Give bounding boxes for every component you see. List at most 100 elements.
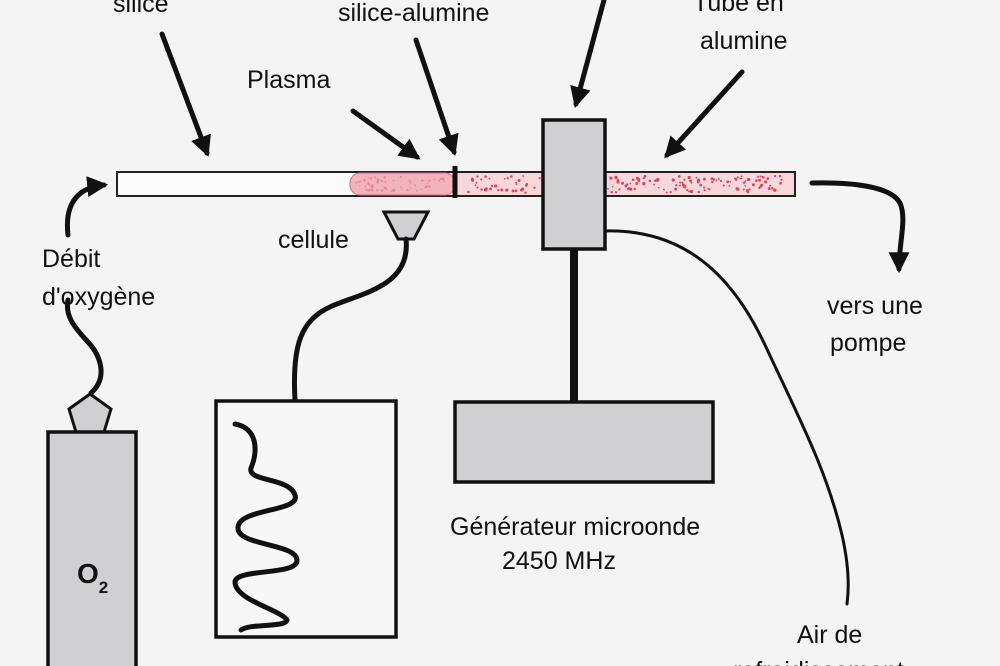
label-generator-line1: Générateur microonde xyxy=(450,513,700,541)
plasma-speckle xyxy=(359,180,362,183)
plasma-speckle xyxy=(767,187,771,191)
plasma-speckle xyxy=(739,177,742,180)
plasma-speckle xyxy=(383,186,386,189)
plasma-speckle xyxy=(686,188,689,192)
plasma-speckle xyxy=(707,187,709,190)
silica-arrow xyxy=(159,31,211,157)
plasma-speckle xyxy=(703,189,706,192)
label-oxygen-formula: O2 xyxy=(77,558,108,597)
label-silica: silice xyxy=(113,0,169,18)
plasma-speckle xyxy=(665,191,668,194)
plasma-speckle xyxy=(735,187,739,191)
spectrometer-trace xyxy=(232,421,300,633)
plasma-speckle xyxy=(384,180,387,183)
cavity-arrow xyxy=(570,0,607,109)
cell-cable xyxy=(291,236,409,404)
oxygen-regulator xyxy=(67,392,113,434)
plasma-speckle xyxy=(654,179,657,183)
plasma-speckle xyxy=(766,177,770,180)
plasma-speckle xyxy=(755,179,758,182)
oxygen-subscript: 2 xyxy=(99,578,108,597)
plasma-speckle xyxy=(681,183,685,187)
plasma-speckle xyxy=(399,175,402,179)
plasma-speckle xyxy=(742,188,745,191)
label-cooling-air-line1: Air de xyxy=(797,621,862,649)
plasma-speckle xyxy=(710,177,714,181)
plasma-speckle xyxy=(524,184,528,187)
plasma-speckle xyxy=(467,190,470,194)
cooling-air-line xyxy=(603,229,850,606)
plasma-speckle xyxy=(744,185,747,187)
plasma-speckle xyxy=(515,183,518,186)
plasma-speckle xyxy=(778,174,782,178)
plasma-speckle xyxy=(480,188,483,191)
plasma-speckle xyxy=(769,184,772,187)
plasma-speckle xyxy=(758,178,762,182)
plasma-speckle xyxy=(740,175,743,178)
plasma-speckle xyxy=(635,176,639,180)
plasma-speckle xyxy=(474,184,477,187)
label-plasma: Plasma xyxy=(247,66,330,94)
plasma-speckle xyxy=(399,186,402,188)
plasma-speckle xyxy=(756,175,760,178)
plasma-speckle xyxy=(736,176,739,179)
label-generator-line2: 2450 MHz xyxy=(502,547,616,575)
plasma-speckle xyxy=(609,176,613,180)
label-silica-alumina: silice-alumine xyxy=(338,0,489,27)
oxygen-inlet-arrow xyxy=(64,176,109,238)
plasma-speckle xyxy=(746,177,751,182)
plasma-speckle xyxy=(758,186,761,190)
plasma-speckle xyxy=(711,180,714,184)
plasma-speckle xyxy=(631,178,635,182)
plasma-speckle xyxy=(656,178,660,182)
plasma-speckle xyxy=(703,186,706,189)
plasma-speckle xyxy=(369,177,373,180)
plasma-speckle xyxy=(376,178,380,182)
plasma-speckle xyxy=(367,176,370,179)
plasma-speckle xyxy=(633,187,636,191)
plasma-speckle xyxy=(740,177,743,180)
plasma-speckle xyxy=(637,179,640,182)
plasma-speckle xyxy=(717,178,720,180)
plasma-speckle xyxy=(751,183,755,187)
plasma-speckle xyxy=(484,175,487,178)
plasma-speckle xyxy=(614,191,618,194)
plasma-speckle xyxy=(489,187,492,191)
microwave-cavity xyxy=(541,118,607,251)
plasma-speckle xyxy=(428,179,431,182)
plasma-speckle xyxy=(515,181,518,184)
plasma-speckle xyxy=(616,178,620,182)
plasma-speckle xyxy=(761,175,765,179)
plasma-speckle xyxy=(722,184,725,187)
plasma-speckle xyxy=(359,184,361,187)
plasma-speckle xyxy=(503,177,506,180)
plasma-speckle xyxy=(441,177,445,181)
plasma-speckle xyxy=(409,181,412,184)
plasma-speckle xyxy=(428,185,431,188)
plasma-speckle xyxy=(476,186,479,189)
plasma-speckle xyxy=(614,175,618,180)
label-alumina-tube-line1: Tube en xyxy=(693,0,784,17)
plasma-speckle xyxy=(505,188,509,192)
plasma-speckle xyxy=(690,181,693,184)
label-oxygen-flow-line2: d'oxygène xyxy=(42,283,155,311)
label-alumina-tube-line2: alumine xyxy=(700,27,788,55)
plasma-speckle xyxy=(370,188,374,192)
plasma-speckle xyxy=(744,180,747,182)
alumina-tube-arrow xyxy=(664,69,745,159)
plasma-speckle xyxy=(483,188,488,192)
plasma-speckle xyxy=(675,184,678,187)
plasma-speckle xyxy=(434,179,437,181)
plasma-speckle xyxy=(681,181,684,184)
plasma-speckle xyxy=(728,185,731,187)
plasma-speckle xyxy=(380,189,384,192)
plasma-speckle xyxy=(476,175,479,178)
plasma-speckle xyxy=(514,189,518,193)
plasma-speckle xyxy=(385,188,388,191)
plasma-speckle xyxy=(520,187,525,191)
plasma-speckle xyxy=(695,176,698,179)
plasma-speckle xyxy=(421,179,424,182)
plasma-speckle xyxy=(715,179,718,182)
plasma-speckle xyxy=(624,184,628,188)
plasma-speckle xyxy=(687,175,691,180)
